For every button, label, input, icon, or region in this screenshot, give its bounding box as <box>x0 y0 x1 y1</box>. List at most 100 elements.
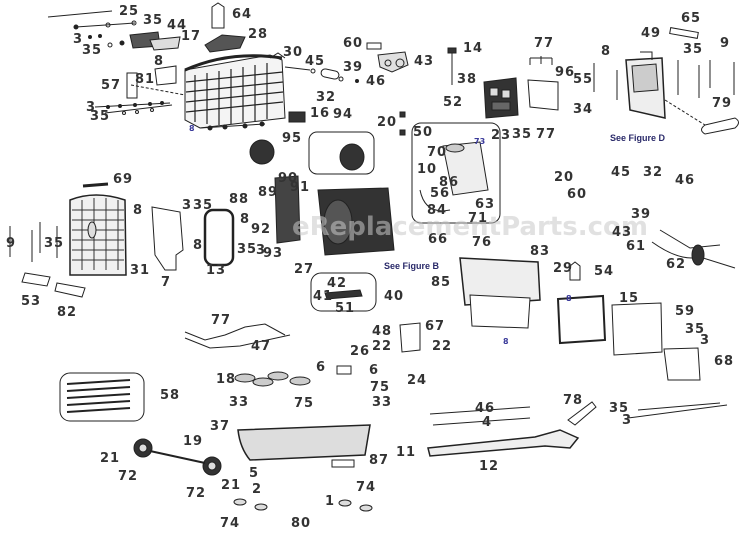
callout-90: 90 <box>278 171 299 186</box>
callout-79: 79 <box>712 96 733 111</box>
callout-75: 75 <box>294 396 315 411</box>
callout-92: 92 <box>251 222 272 237</box>
callout-2: 2 <box>252 482 263 497</box>
callout-31: 31 <box>130 263 151 278</box>
callout-44: 44 <box>167 18 188 33</box>
callout-20: 20 <box>554 170 575 185</box>
callout-62: 62 <box>666 257 687 272</box>
callout-10: 10 <box>417 162 438 177</box>
callout-22: 22 <box>372 339 393 354</box>
callout-94: 94 <box>333 107 354 122</box>
callout-9: 9 <box>720 36 731 51</box>
callout-89: 89 <box>258 185 279 200</box>
callout-29: 29 <box>553 261 574 276</box>
callout-46: 46 <box>675 173 696 188</box>
callout-18: 18 <box>216 372 237 387</box>
callout-37: 37 <box>210 419 231 434</box>
callout-35: 35 <box>683 42 704 57</box>
callout-93: 93 <box>263 246 284 261</box>
see-figure-d-link[interactable]: See Figure D <box>610 133 666 143</box>
callout-58: 58 <box>160 388 181 403</box>
callout-5: 5 <box>249 466 260 481</box>
callout-51: 51 <box>335 301 356 316</box>
callout-35: 35 <box>143 13 164 28</box>
callout-47: 47 <box>251 339 272 354</box>
callout-81: 81 <box>135 72 156 87</box>
callout-4: 4 <box>482 415 493 430</box>
callout-23: 23 <box>491 128 512 143</box>
callout-32: 32 <box>643 165 664 180</box>
callout-77: 77 <box>534 36 555 51</box>
callout-60: 60 <box>343 36 364 51</box>
callout-72: 72 <box>118 469 139 484</box>
callout-95: 95 <box>282 131 303 146</box>
callout-33: 33 <box>372 395 393 410</box>
callout-46: 46 <box>366 74 387 89</box>
callout-39: 39 <box>631 207 652 222</box>
callout-20: 20 <box>377 115 398 130</box>
callout-24: 6 <box>369 363 380 378</box>
callout-71: 71 <box>468 211 489 226</box>
callout-30: 30 <box>283 45 304 60</box>
callout-40: 40 <box>384 289 405 304</box>
callout-9: 9 <box>6 236 17 251</box>
callout-35: 35 <box>237 242 258 257</box>
callout-35: 35 <box>512 127 533 142</box>
callout-73: 73 <box>474 137 486 146</box>
callout-1: 1 <box>325 494 336 509</box>
callout-46: 46 <box>475 401 496 416</box>
callout-87: 87 <box>369 453 390 468</box>
callout-41: 41 <box>313 289 334 304</box>
see-figure-b-link[interactable]: See Figure B <box>384 261 440 271</box>
callout-8: 8 <box>154 54 165 69</box>
callout-8: 8 <box>601 44 612 59</box>
callout-32: 32 <box>316 90 337 105</box>
callout-6: 6 <box>316 360 327 375</box>
callout-45: 45 <box>305 54 326 69</box>
callout-77: 77 <box>536 127 557 142</box>
callout-53: 53 <box>21 294 42 309</box>
callout-85: 85 <box>431 275 452 290</box>
callout-65: 65 <box>681 11 702 26</box>
callout-96: 96 <box>555 65 576 80</box>
callout-64: 64 <box>232 7 253 22</box>
callout-8: 8 <box>566 294 572 303</box>
callout-35: 35 <box>685 322 706 337</box>
callout-35: 35 <box>193 198 214 213</box>
callout-69: 69 <box>113 172 134 187</box>
callout-57: 57 <box>101 78 122 93</box>
callout-43: 43 <box>414 54 435 69</box>
callout-78: 78 <box>563 393 584 408</box>
callout-21: 21 <box>221 478 242 493</box>
callout-35: 35 <box>90 109 111 124</box>
callout-28: 28 <box>248 27 269 42</box>
callout-88: 88 <box>229 192 250 207</box>
callout-50: 50 <box>413 125 434 140</box>
callout-66: 66 <box>428 232 449 247</box>
callout-91: 91 <box>290 180 311 195</box>
screw-row-8a <box>199 121 266 131</box>
callout-15: 15 <box>619 291 640 306</box>
callout-60: 60 <box>567 187 588 202</box>
callout-56: 56 <box>430 186 451 201</box>
callout-54: 54 <box>594 264 615 279</box>
callout-84: 84 <box>427 203 448 218</box>
callout-49: 49 <box>641 26 662 41</box>
callout-35: 35 <box>44 236 65 251</box>
callout-6: 24 <box>407 373 428 388</box>
callout-34: 34 <box>573 102 594 117</box>
callout-22: 22 <box>432 339 453 354</box>
callout-3: 3 <box>622 413 633 428</box>
callout-48: 48 <box>372 324 393 339</box>
callout-52: 52 <box>443 95 464 110</box>
callout-45: 45 <box>611 165 632 180</box>
callout-3: 3 <box>256 243 267 258</box>
callout-8: 8 <box>240 212 251 227</box>
callout-35: 35 <box>82 43 103 58</box>
callout-8: 8 <box>189 124 195 133</box>
callout-39: 39 <box>343 60 364 75</box>
callout-70: 70 <box>427 145 448 160</box>
callout-74: 74 <box>356 480 377 495</box>
callout-86: 86 <box>439 175 460 190</box>
